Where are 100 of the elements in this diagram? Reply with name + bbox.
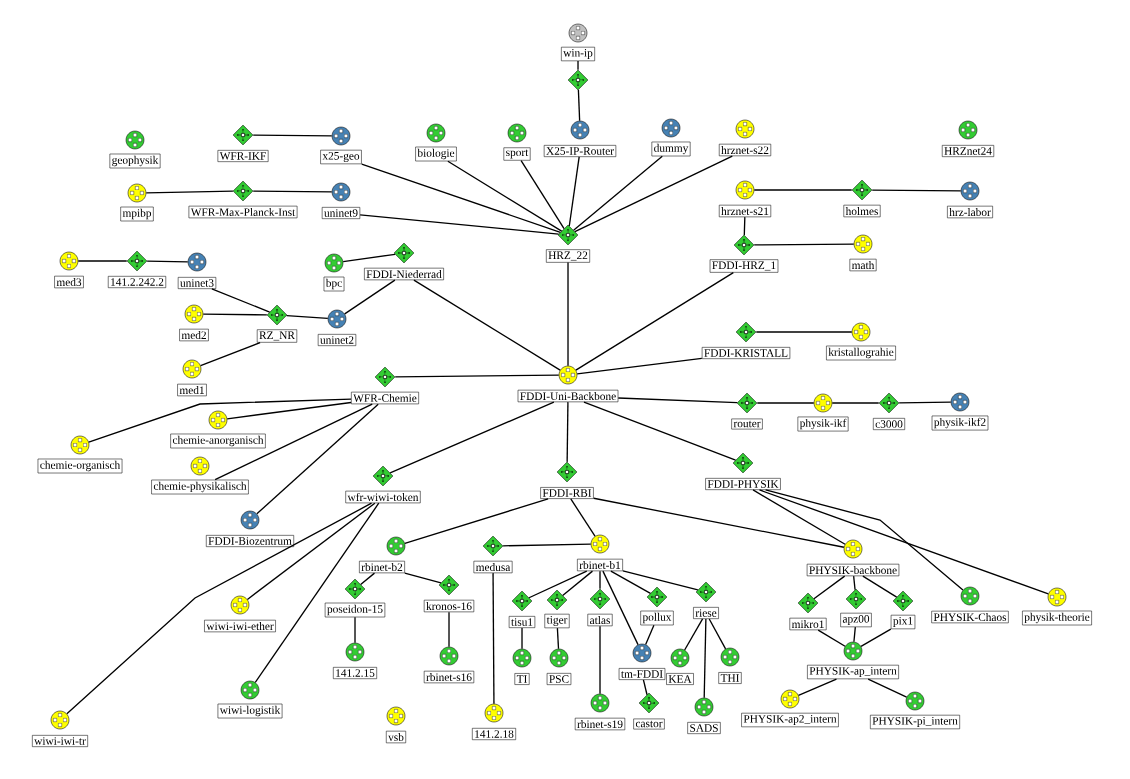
device-label: tiger (544, 613, 570, 629)
connector-line (568, 156, 580, 227)
connector-line (252, 190, 333, 193)
connector-line (354, 616, 356, 644)
device-label: PSC (546, 673, 572, 685)
connector-line (567, 261, 569, 367)
connector-line (599, 570, 601, 590)
device-label: TI (514, 673, 530, 685)
connector-line (145, 190, 234, 194)
device-label: rbinet-b2 (359, 560, 405, 574)
device-label: uninet9 (321, 207, 361, 219)
connector-line (797, 678, 838, 697)
device-label: FDDI-RBI (540, 487, 594, 499)
connector-line (254, 502, 380, 684)
device-label: riese (693, 607, 719, 619)
connector-line (645, 624, 655, 646)
connector-line (752, 489, 846, 545)
device-label: PHYSIK-backbone (806, 563, 900, 577)
device-label: PHYSIK-Chaos (931, 610, 1009, 624)
device-label: FDDI-PHYSIK (705, 478, 781, 490)
device-label: FDDI-Niederrad (364, 267, 444, 281)
device-label: 141.2.242.2 (107, 276, 167, 288)
device-label: hrznet-s21 (718, 204, 772, 218)
device-label: WFR-IKF (217, 150, 269, 162)
device-label: poseidon-15 (324, 602, 386, 618)
connector-line (556, 627, 560, 650)
connector-line (602, 570, 639, 646)
device-label: tisu1 (508, 616, 536, 628)
device-label: castor (633, 718, 665, 730)
connector-line (447, 160, 563, 232)
connector-line (743, 216, 746, 236)
connector-line (88, 398, 352, 443)
connector-line (521, 627, 523, 650)
device-label: uninet3 (177, 277, 217, 289)
device-label: geophysik (109, 153, 161, 169)
connector-line (404, 498, 549, 544)
device-label: THI (718, 672, 742, 684)
connector-line (756, 402, 815, 404)
connector-line (570, 498, 596, 537)
device-label: FDDI-HRZ_1 (709, 259, 779, 273)
connector-line (226, 401, 352, 420)
device-label: RZ_NR (256, 329, 298, 343)
connector-line (77, 260, 128, 262)
device-label: apz00 (840, 612, 872, 628)
device-label: wiwi-iwi-tr (32, 735, 88, 747)
connector-line (898, 401, 952, 404)
device-label: PHYSIK-ap2_intern (741, 712, 839, 728)
connector-line (610, 570, 652, 594)
connector-line (576, 357, 703, 375)
device-label: tm-FDDI (618, 668, 666, 680)
connector-line (360, 572, 376, 586)
device-label: rbinet-b1 (577, 558, 623, 572)
connector-line (708, 618, 727, 650)
connector-line (562, 570, 594, 597)
device-label: math (849, 258, 877, 272)
device-label: FDDI-KRISTALL (701, 347, 791, 359)
connector-line (617, 397, 738, 404)
connector-line (566, 401, 569, 463)
device-label: pollux (640, 610, 674, 626)
device-label: mpibp (120, 206, 154, 222)
connector-line (642, 679, 648, 696)
device-label: sport (503, 147, 531, 161)
connector-line (246, 502, 376, 601)
device-label: hrz-labor (947, 205, 993, 219)
device-label: medusa (473, 560, 513, 574)
connector-line (703, 618, 707, 699)
device-label: FDDI-Uni-Backbone (517, 389, 619, 403)
connector-line (413, 279, 561, 371)
connector-line (199, 341, 261, 367)
connector-line (394, 374, 560, 378)
connector-line (583, 401, 737, 461)
device-label: vsb (386, 730, 406, 744)
connector-line (389, 401, 555, 474)
connector-line (528, 570, 588, 599)
device-label: PHYSIK-ap_intern (807, 664, 899, 680)
connector-line (831, 402, 880, 404)
device-label: med1 (177, 383, 207, 397)
connector-line (492, 572, 495, 705)
device-label: PHYSIK-pi_intern (870, 714, 960, 730)
connector-line (211, 288, 271, 313)
connector-line (66, 502, 373, 715)
connector-line (577, 89, 581, 122)
device-label: chemie-organisch (37, 458, 123, 474)
device-label: physik-ikf (797, 416, 849, 432)
connector-line (404, 572, 442, 584)
connector-line (577, 60, 579, 71)
device-label: wiwi-iwi-ether (204, 619, 276, 633)
device-label: physik-ikf2 (931, 415, 989, 431)
device-label: c3000 (873, 418, 905, 430)
device-label: router (731, 418, 763, 430)
connector-line (256, 403, 379, 515)
connector-line (520, 159, 565, 230)
device-label: X25-IP-Router (543, 145, 617, 157)
device-label: rbinet-s16 (423, 670, 475, 684)
device-label: mikro1 (789, 617, 827, 631)
connector-line (599, 625, 601, 695)
connector-line (871, 189, 962, 192)
connector-line (852, 575, 856, 591)
device-label: pix1 (890, 614, 916, 630)
connector-line (285, 315, 329, 320)
